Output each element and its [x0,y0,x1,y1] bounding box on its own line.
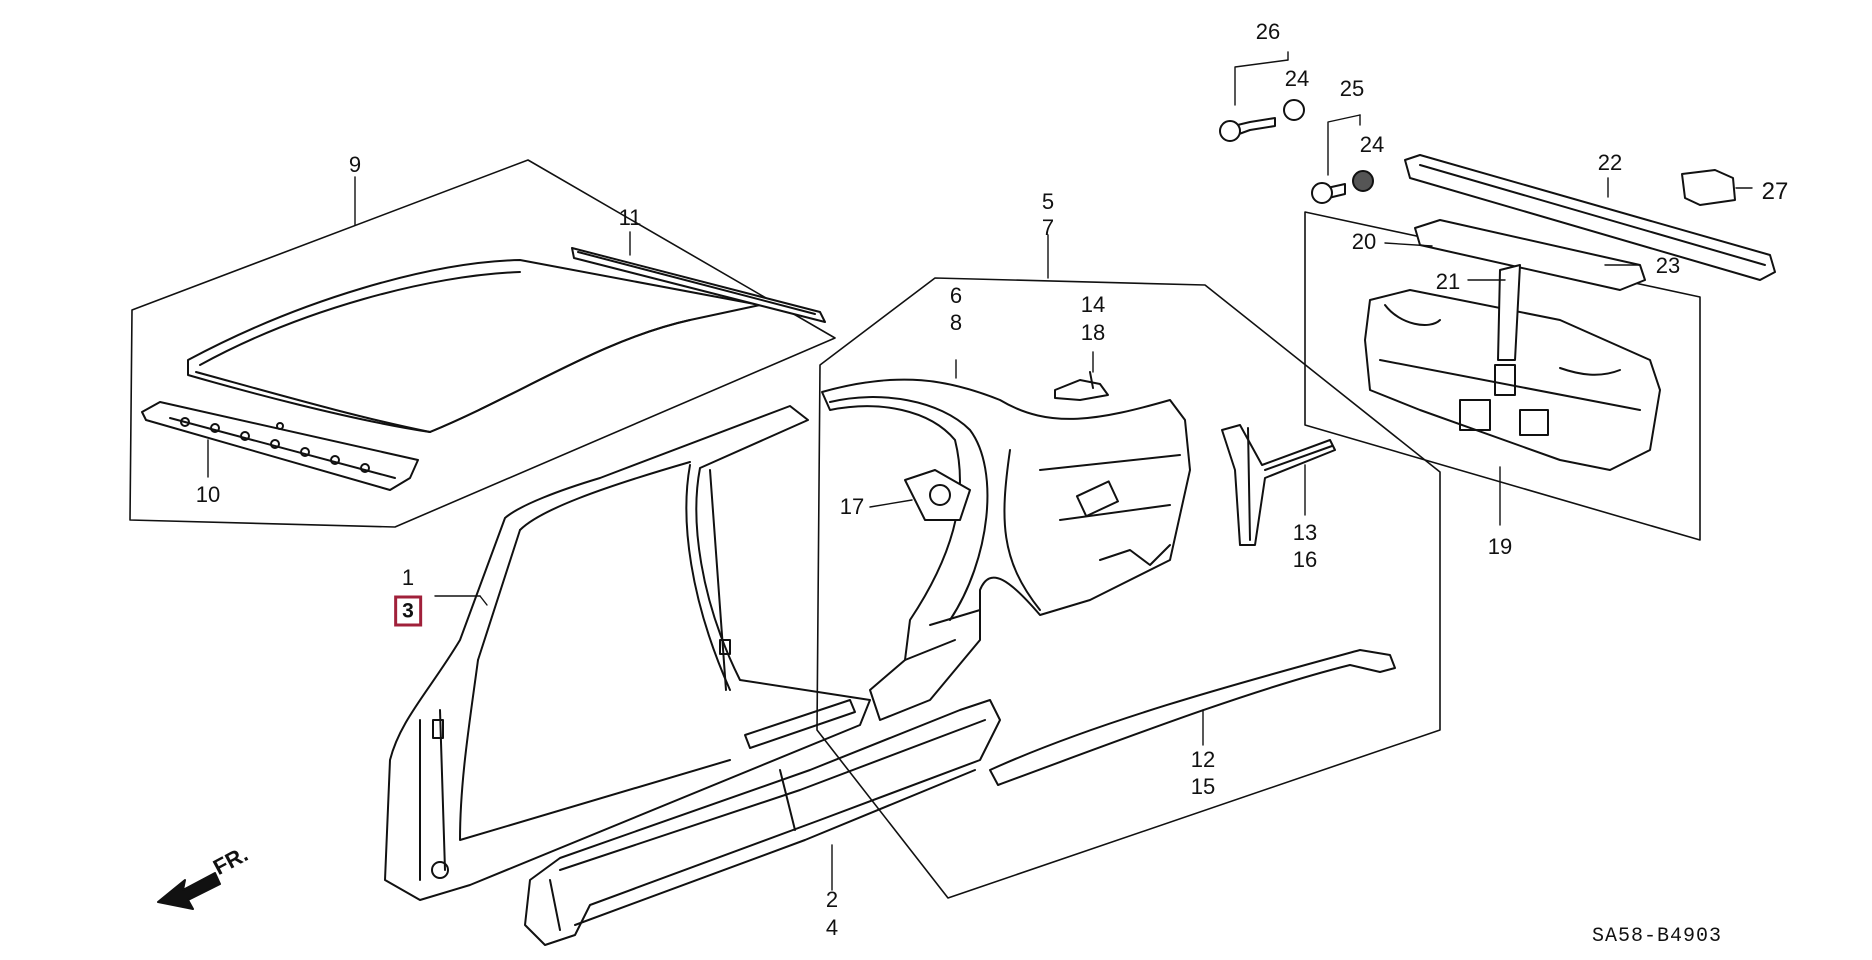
side-outer-panel [384,405,871,901]
bolt [1219,117,1276,142]
callout-26[interactable]: 26 [1255,19,1281,44]
callout-23[interactable]: 23 [1655,253,1681,278]
front-roof-rail [141,401,419,491]
callout-14[interactable]: 14 [1080,292,1106,317]
callout-17[interactable]: 17 [839,494,865,519]
callout-22[interactable]: 22 [1597,150,1623,175]
callout-12[interactable]: 12 [1190,747,1216,772]
rear-panel [1364,289,1661,471]
roof-panel [187,259,761,433]
roof-group-outline [129,159,836,528]
callout-25[interactable]: 25 [1339,76,1365,101]
nut [1283,99,1305,121]
rear-upper-stiffener [1404,154,1776,281]
callout-5[interactable]: 5 [1041,189,1055,214]
callout-16[interactable]: 16 [1292,547,1318,572]
clip [1681,169,1736,206]
callout-9[interactable]: 9 [348,152,362,177]
callout-1[interactable]: 1 [401,565,415,590]
callout-13[interactable]: 13 [1292,520,1318,545]
callout-4[interactable]: 4 [825,915,839,940]
callout-11[interactable]: 11 [618,205,642,230]
callout-15[interactable]: 15 [1190,774,1216,799]
callout-21[interactable]: 21 [1435,269,1461,294]
callout-19[interactable]: 19 [1487,534,1513,559]
side-trim-molding [989,649,1396,786]
callout-8[interactable]: 8 [949,310,963,335]
diagram-code: SA58-B4903 [1591,925,1722,948]
bolt-2 [1311,182,1346,204]
callout-7[interactable]: 7 [1041,215,1055,240]
callout-27[interactable]: 27 [1761,178,1789,205]
rear-pillar-reinforcement [1221,424,1336,546]
callout-18[interactable]: 18 [1080,320,1106,345]
side-sill [524,699,1001,946]
roof-rail [571,247,826,323]
callout-24-lower[interactable]: 24 [1359,132,1385,157]
front-direction-arrow [157,872,221,910]
fuel-door-hinge [904,469,971,521]
callout-20[interactable]: 20 [1351,229,1377,254]
quarter-group-outline [816,277,1441,899]
callout-3-highlighted[interactable]: 3 [394,595,422,627]
callout-6[interactable]: 6 [949,283,963,308]
callout-2[interactable]: 2 [825,887,839,912]
callout-10[interactable]: 10 [195,482,221,507]
callout-24-upper[interactable]: 24 [1284,66,1310,91]
rear-quarter-panel [821,378,1191,721]
nut-2 [1352,170,1374,192]
quarter-bracket [1054,371,1109,401]
